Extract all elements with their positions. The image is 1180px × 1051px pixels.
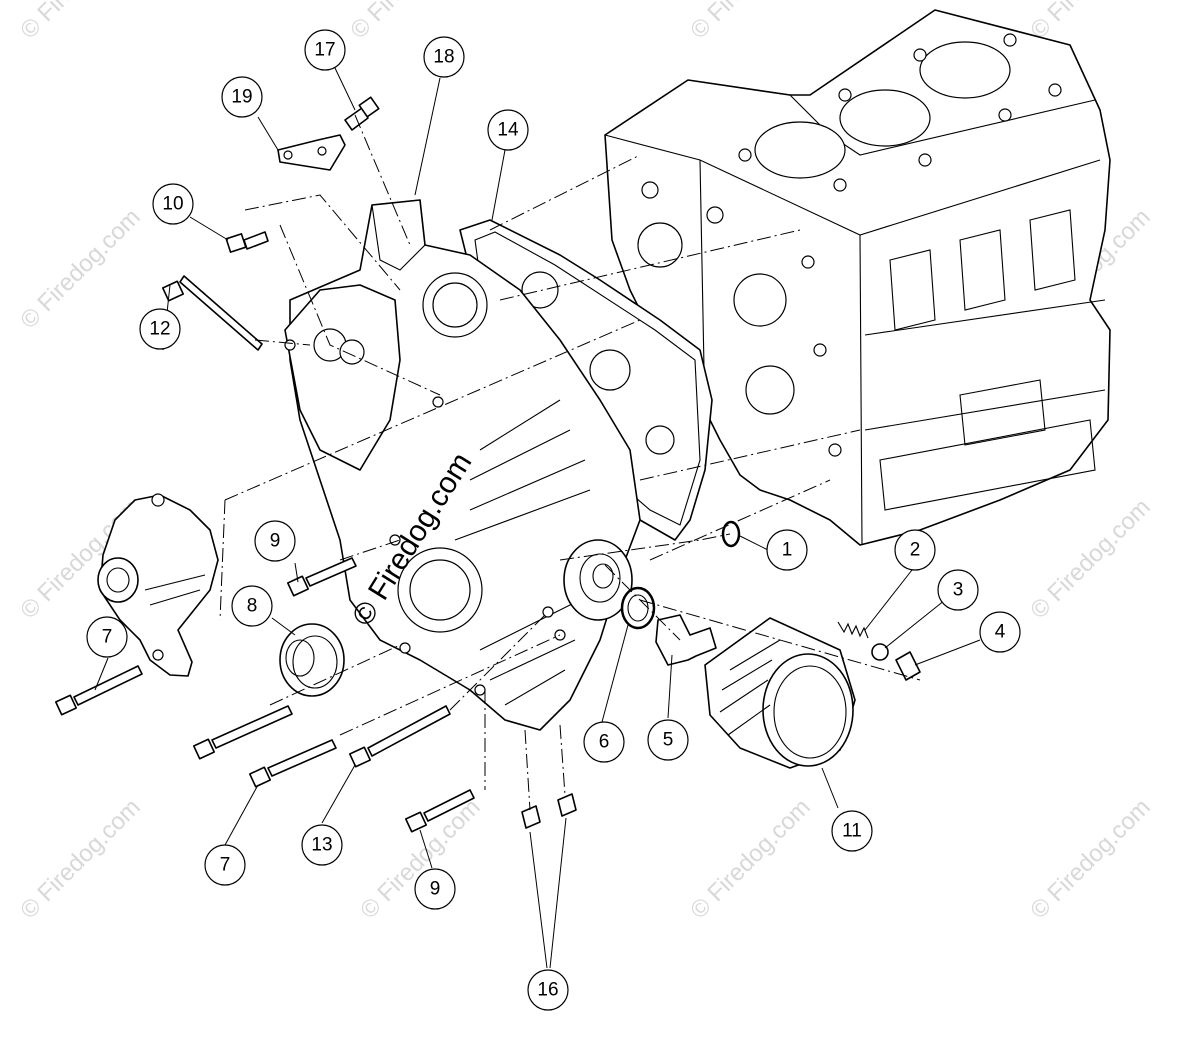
watermark: © Firedog.com <box>15 794 146 925</box>
callout-11: 11 <box>831 810 873 852</box>
gasket-ring-6 <box>620 586 656 630</box>
relief-ball-3 <box>871 643 889 661</box>
watermark: © Firedog.com <box>15 0 146 44</box>
callout-label: 3 <box>953 580 964 601</box>
oil-seal-8 <box>279 623 345 697</box>
callout-label: 7 <box>220 855 231 876</box>
bolt-7-left <box>54 665 143 716</box>
callout-9-lower: 9 <box>414 868 456 910</box>
bolt-17 <box>344 96 380 131</box>
watermark: © Firedog.com <box>1025 794 1156 925</box>
callout-label: 17 <box>314 40 335 61</box>
callout-6: 6 <box>583 721 625 763</box>
oil-filter-11 <box>704 617 856 769</box>
bolt-9-lower <box>404 789 475 833</box>
watermark: © Firedog.com <box>1025 0 1156 44</box>
callout-10: 10 <box>152 183 194 225</box>
bolt-7-lower <box>248 739 337 788</box>
callout-4: 4 <box>979 611 1021 653</box>
gear-case-cover <box>284 199 641 731</box>
leader-lines <box>94 67 981 969</box>
callout-label: 13 <box>311 835 332 856</box>
bolt-lower-1 <box>192 705 293 760</box>
callout-label: 9 <box>270 531 281 552</box>
water-pump <box>97 493 219 677</box>
bracket-19 <box>277 134 346 171</box>
callout-label: 19 <box>231 87 252 108</box>
bolt-13 <box>348 705 451 768</box>
callout-7-lower: 7 <box>204 844 246 886</box>
callout-label: 5 <box>663 730 674 751</box>
bolt-12 <box>161 275 263 351</box>
fitting-5 <box>655 614 717 666</box>
callout-label: 2 <box>910 540 921 561</box>
callout-8: 8 <box>231 585 273 627</box>
center-lines <box>219 114 921 811</box>
engine-block <box>604 9 1111 546</box>
watermark: © Firedog.com <box>15 204 146 335</box>
callout-19: 19 <box>221 76 263 118</box>
callout-14: 14 <box>487 109 529 151</box>
watermark: © Firedog.com <box>345 0 476 44</box>
callout-label: 12 <box>149 319 170 340</box>
watermark: © Firedog.com <box>1025 494 1156 625</box>
callout-label: 1 <box>782 540 793 561</box>
callout-18: 18 <box>423 36 465 78</box>
watermark: © Firedog.com <box>685 0 816 44</box>
callout-label: 18 <box>433 47 454 68</box>
callout-7-left: 7 <box>86 616 128 658</box>
callouts: 17 18 19 14 10 12 9 8 7 1 2 3 4 6 5 11 1… <box>86 29 1021 1011</box>
callout-label: 4 <box>995 622 1006 643</box>
plug-16-right <box>557 793 577 817</box>
callout-1: 1 <box>766 529 808 571</box>
o-ring-1 <box>721 520 741 548</box>
callout-label: 9 <box>430 879 441 900</box>
callout-5: 5 <box>647 719 689 761</box>
callout-2: 2 <box>894 529 936 571</box>
callout-label: 11 <box>842 821 862 842</box>
callout-label: 6 <box>599 732 610 753</box>
callout-9-upper: 9 <box>254 520 296 562</box>
plug-16-left <box>521 805 541 829</box>
callout-label: 16 <box>537 980 558 1001</box>
callout-16: 16 <box>527 969 569 1011</box>
watermark: © Firedog.com <box>685 794 816 925</box>
bolt-10 <box>225 231 269 253</box>
callout-13: 13 <box>301 824 343 866</box>
bolt-9-upper <box>286 557 357 597</box>
callout-label: 7 <box>102 627 113 648</box>
callout-label: 8 <box>247 596 258 617</box>
callout-label: 10 <box>162 194 183 215</box>
callout-3: 3 <box>937 569 979 611</box>
callout-12: 12 <box>139 308 181 350</box>
relief-plug-4 <box>895 651 921 681</box>
callout-label: 14 <box>497 120 519 141</box>
relief-spring-2 <box>837 621 869 639</box>
callout-17: 17 <box>304 29 346 71</box>
